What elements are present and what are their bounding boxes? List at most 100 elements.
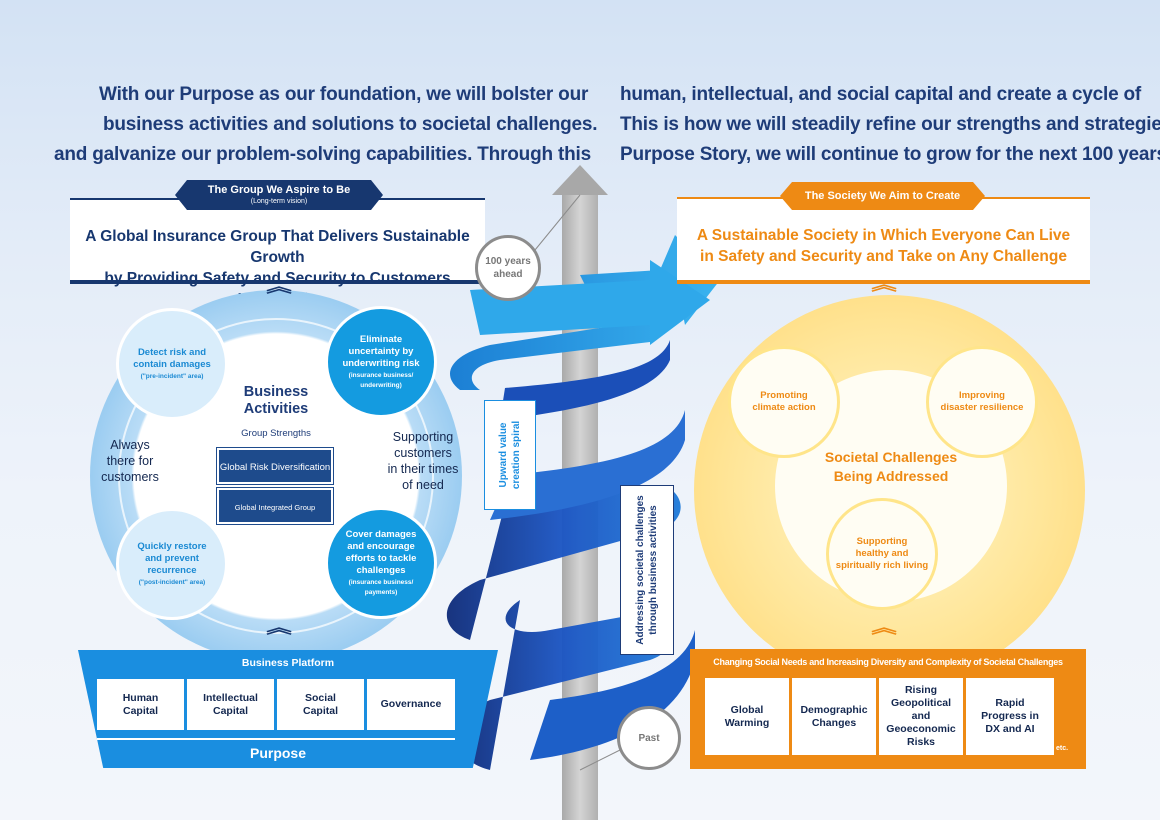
strength-global-integrated-management: Global Integrated Group Management	[216, 487, 334, 548]
disaster-line-2: disaster resilience	[940, 402, 1024, 413]
climate-line-1: Promoting	[760, 390, 808, 401]
society-vision-box: A Sustainable Society in Which Everyone …	[677, 197, 1090, 284]
platform-cell-governance: Governance	[367, 679, 455, 730]
purpose-divider	[97, 738, 455, 740]
challenges-title-line-1: Societal Challenges	[824, 449, 958, 465]
intellectual-capital-line-1: Intellectual	[203, 691, 258, 704]
always-there-line-3: customers	[101, 470, 159, 484]
vision-title-line-1: A Global Insurance Group That Delivers S…	[85, 228, 470, 266]
cover-sub-2: payments)	[364, 589, 398, 596]
climate-line-2: climate action	[752, 402, 816, 413]
social-capital-line-2: Capital	[302, 704, 338, 717]
chevron-up-icon: ︽	[266, 620, 292, 637]
supporting-line-3: in their times	[387, 462, 459, 476]
business-activities-title: Business Activities	[217, 384, 335, 418]
node-detect-risk: Detect risk and contain damages ("pre-in…	[116, 308, 228, 420]
global-warming-line-1: Global	[730, 703, 764, 716]
supporting-line-2: customers	[394, 446, 452, 460]
node-cover-damages: Cover damages and encourage efforts to t…	[325, 507, 437, 619]
business-title-line-2: Activities	[243, 401, 309, 417]
society-title-line-1: A Sustainable Society in Which Everyone …	[696, 227, 1071, 244]
cover-sub-1: (insurance business/	[348, 579, 414, 586]
restore-line-3: recurrence	[147, 565, 197, 576]
upward-spiral-label: Upward value creation spiral	[497, 421, 523, 489]
changing-needs-title: Changing Social Needs and Increasing Div…	[713, 657, 1063, 667]
upward-line-1: Upward value	[498, 422, 509, 488]
ahead-line-1: 100 years	[485, 256, 531, 267]
human-capital-line-1: Human	[122, 691, 159, 704]
chevron-up-icon: ︽	[871, 620, 897, 637]
society-banner: The Society We Aim to Create	[780, 182, 985, 210]
hundred-years-ahead-circle: 100 years ahead	[475, 235, 541, 301]
geopolitical-line-5: Risks	[906, 736, 936, 748]
header-left-line-1: With our Purpose as our foundation, we w…	[99, 84, 589, 105]
header-left-line-2: business activities and solutions to soc…	[103, 114, 598, 135]
header-right-line-1: human, intellectual, and social capital …	[620, 84, 1142, 105]
detect-risk-line-1: Detect risk and	[137, 347, 207, 358]
societal-challenges-title: Societal Challenges Being Addressed	[775, 448, 1007, 486]
business-title-line-1: Business	[243, 384, 309, 400]
cover-line-2: and encourage	[347, 541, 415, 552]
disaster-line-1: Improving	[959, 390, 1005, 401]
header-left-line-3: and galvanize our problem-solving capabi…	[54, 144, 591, 165]
cover-line-3: efforts to tackle	[345, 553, 417, 564]
addressing-label-box: Addressing societal challenges through b…	[620, 485, 674, 655]
geopolitical-line-2: Geopolitical	[890, 697, 952, 709]
upward-line-2: creation spiral	[511, 420, 522, 490]
past-circle: Past	[617, 706, 681, 770]
group-strengths-label: Group Strengths	[241, 428, 311, 439]
demographic-line-2: Changes	[811, 716, 857, 729]
upward-spiral-label-box: Upward value creation spiral	[484, 400, 536, 510]
dx-ai-line-1: Rapid	[995, 697, 1025, 709]
cover-line-1: Cover damages	[345, 529, 417, 540]
dx-ai-line-2: Progress in	[981, 710, 1039, 722]
demographic-line-1: Demographic	[800, 703, 868, 716]
cover-line-4: challenges	[356, 565, 406, 576]
header-right-line-2: This is how we will steadily refine our …	[620, 114, 1160, 135]
always-there-label: Always there for customers	[92, 437, 168, 485]
eliminate-line-1: Eliminate	[359, 334, 403, 345]
group-banner-sublabel: (Long-term vision)	[250, 198, 308, 205]
supporting-line-4: of need	[402, 478, 444, 492]
time-axis-arrowhead	[552, 165, 608, 195]
needs-etc-label: etc.	[1056, 745, 1069, 752]
chevron-up-icon: ︽	[266, 279, 292, 296]
header-right-line-3: Purpose Story, we will continue to grow …	[620, 144, 1160, 165]
purpose-label: Purpose	[249, 745, 306, 761]
detect-risk-sub: ("pre-incident" area)	[140, 373, 204, 380]
addressing-label: Addressing societal challenges through b…	[634, 495, 660, 645]
addressing-line-2: through business activities	[648, 505, 659, 635]
restore-line-1: Quickly restore	[137, 541, 207, 552]
global-warming-line-2: Warming	[724, 716, 770, 729]
society-title-line-2: in Safety and Security and Take on Any C…	[700, 248, 1067, 265]
supporting-line-1: Supporting	[392, 430, 454, 444]
detect-risk-line-2: contain damages	[133, 359, 211, 370]
geopolitical-line-1: Rising	[904, 684, 938, 696]
eliminate-line-3: underwriting risk	[342, 358, 420, 369]
healthy-line-2: healthy and	[855, 548, 909, 559]
restore-sub: ("post-incident" area)	[138, 579, 206, 586]
challenges-title-line-2: Being Addressed	[833, 468, 949, 484]
society-title: A Sustainable Society in Which Everyone …	[677, 225, 1090, 267]
human-capital-line-2: Capital	[122, 704, 158, 717]
healthy-line-1: Supporting	[856, 536, 908, 547]
long-term-vision-box: A Global Insurance Group That Delivers S…	[70, 198, 485, 308]
ahead-line-2: ahead	[493, 269, 523, 280]
restore-line-2: and prevent	[145, 553, 199, 564]
ring-inner-line	[118, 318, 434, 634]
healthy-line-3: spiritually rich living	[835, 560, 929, 571]
dx-ai-line-3: DX and AI	[985, 723, 1035, 735]
strength-global-risk-diversification: Global Risk Diversification	[216, 447, 334, 485]
always-there-line-2: there for	[106, 454, 154, 468]
chevron-up-icon: ︽	[871, 277, 897, 294]
eliminate-sub-2: underwriting)	[360, 382, 402, 389]
